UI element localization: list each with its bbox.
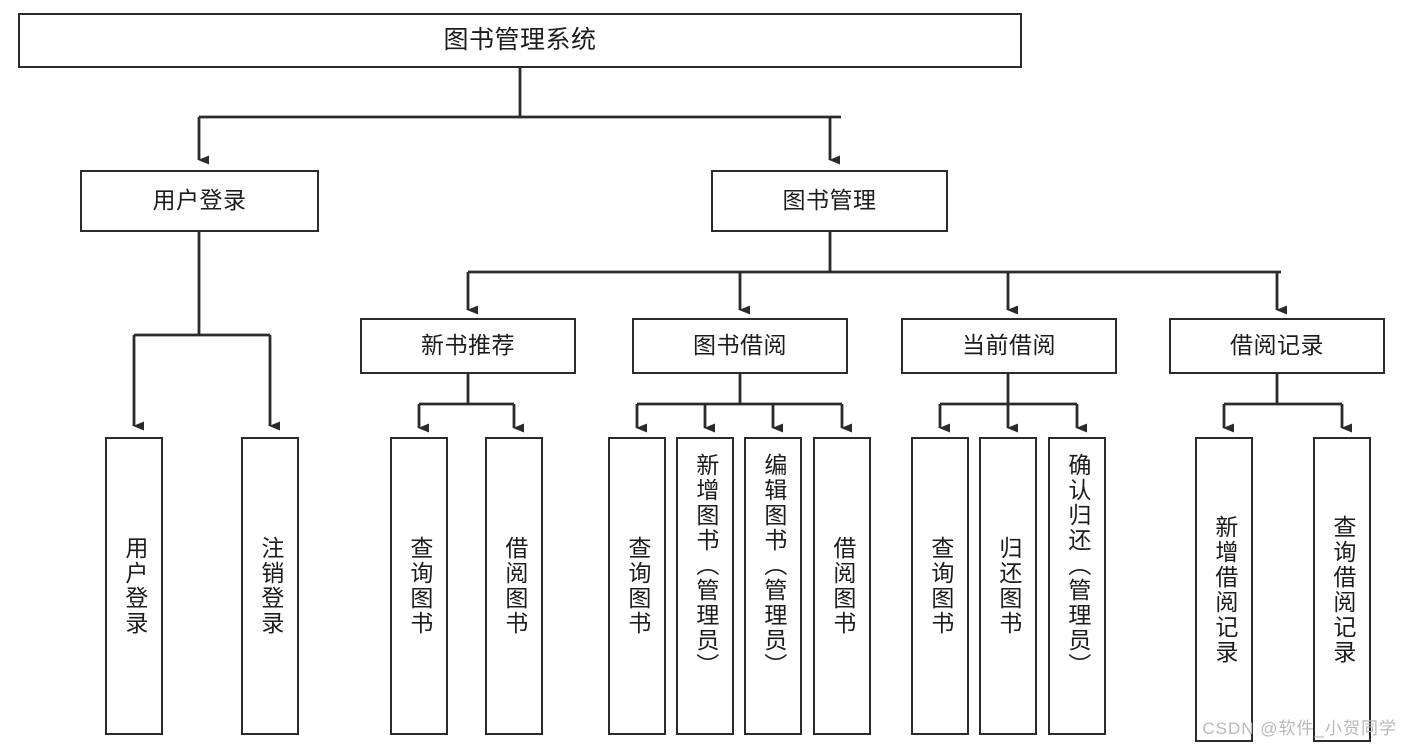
leaf-user-login-logout[interactable]: 注销登录 [241,437,299,735]
node-new-book-recommend[interactable]: 新书推荐 [360,318,576,374]
leaf-borrow-record-add[interactable]: 新增借阅记录 [1195,437,1253,742]
leaf-label: 查询图书 [406,536,433,636]
leaf-book-borrow-edit[interactable]: 编辑图书（管理员） [744,437,802,735]
leaf-user-login-login[interactable]: 用户登录 [105,437,163,735]
node-user-login[interactable]: 用户登录 [80,170,319,232]
leaf-current-borrow-confirm[interactable]: 确认归还（管理员） [1048,437,1106,735]
leaf-label: 用户登录 [121,536,148,636]
leaf-current-borrow-query[interactable]: 查询图书 [911,437,969,735]
node-borrow-record[interactable]: 借阅记录 [1169,318,1385,374]
leaf-book-borrow-query[interactable]: 查询图书 [608,437,666,735]
node-book-borrow[interactable]: 图书借阅 [632,318,848,374]
leaf-label: 查询借阅记录 [1329,514,1356,665]
leaf-current-borrow-return[interactable]: 归还图书 [979,437,1037,735]
leaf-label: 编辑图书（管理员） [760,453,787,678]
leaf-label: 新增图书（管理员） [692,453,719,678]
leaf-label: 确认归还（管理员） [1064,453,1091,678]
leaf-new-book-query[interactable]: 查询图书 [390,437,448,735]
leaf-borrow-record-query[interactable]: 查询借阅记录 [1313,437,1371,742]
leaf-label: 注销登录 [257,536,284,636]
leaf-label: 归还图书 [995,536,1022,636]
leaf-label: 查询图书 [624,536,651,636]
node-current-borrow[interactable]: 当前借阅 [901,318,1117,374]
node-root-system[interactable]: 图书管理系统 [18,13,1022,68]
leaf-label: 查询图书 [927,536,954,636]
node-book-management[interactable]: 图书管理 [711,170,948,232]
csdn-watermark: CSDN @软件_小贺同学 [1202,719,1397,738]
leaf-book-borrow-add[interactable]: 新增图书（管理员） [676,437,734,735]
leaf-label: 借阅图书 [501,536,528,636]
leaf-book-borrow-borrow[interactable]: 借阅图书 [813,437,871,735]
leaf-label: 新增借阅记录 [1211,514,1238,665]
leaf-label: 借阅图书 [829,536,856,636]
leaf-new-book-borrow[interactable]: 借阅图书 [485,437,543,735]
